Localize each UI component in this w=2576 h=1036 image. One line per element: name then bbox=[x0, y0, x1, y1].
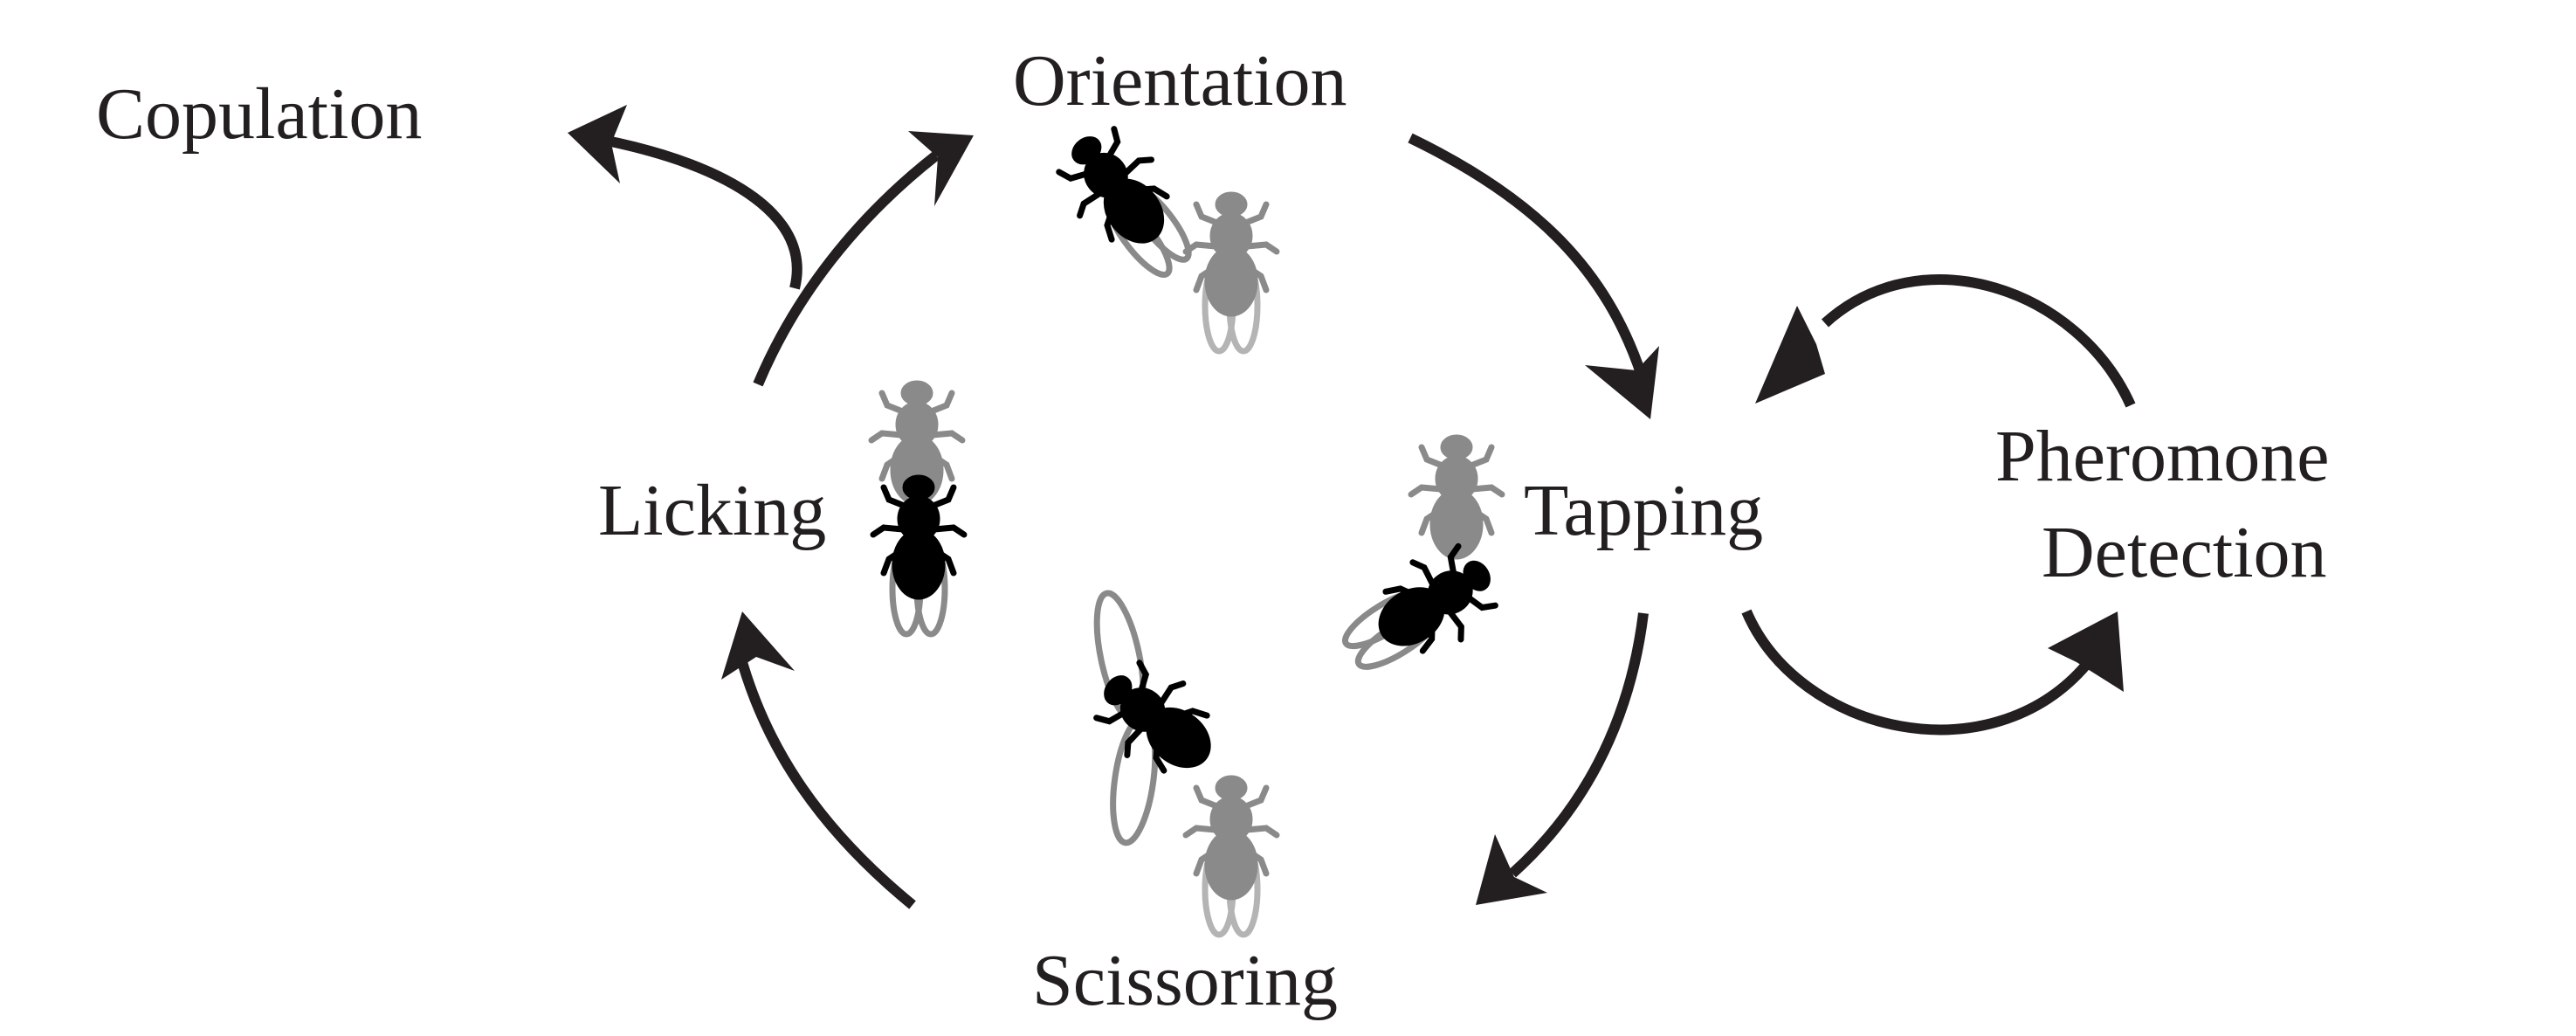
arrow-scissoring-to-licking bbox=[721, 611, 916, 909]
arrow-orientation-to-tapping bbox=[1408, 133, 1659, 419]
stage-label-copulation: Copulation bbox=[96, 73, 422, 155]
arrow-licking-to-orientation bbox=[753, 131, 974, 387]
arrow-pheromone-to-tapping bbox=[1755, 274, 2136, 408]
stage-label-tapping: Tapping bbox=[1524, 470, 1763, 551]
female-fly-icon bbox=[1186, 192, 1277, 351]
stage-label-pheromone: Pheromone bbox=[1995, 416, 2330, 497]
male-fly-icon bbox=[873, 475, 964, 634]
arrow-to-copulation bbox=[568, 105, 802, 290]
female-fly-icon bbox=[1411, 435, 1502, 559]
stage-label-detection: Detection bbox=[2042, 512, 2327, 593]
male-fly-icon bbox=[1328, 531, 1511, 693]
stage-label-scissoring: Scissoring bbox=[1032, 940, 1338, 1021]
stage-label-licking: Licking bbox=[598, 470, 826, 551]
arrow-tapping-to-pheromone bbox=[1741, 609, 2124, 736]
stage-label-orientation: Orientation bbox=[1013, 40, 1347, 121]
male-fly-icon bbox=[1043, 113, 1213, 294]
arrow-tapping-to-scissoring bbox=[1476, 612, 1649, 905]
female-fly-icon bbox=[1186, 776, 1277, 935]
male-fly-icon bbox=[977, 590, 1262, 846]
